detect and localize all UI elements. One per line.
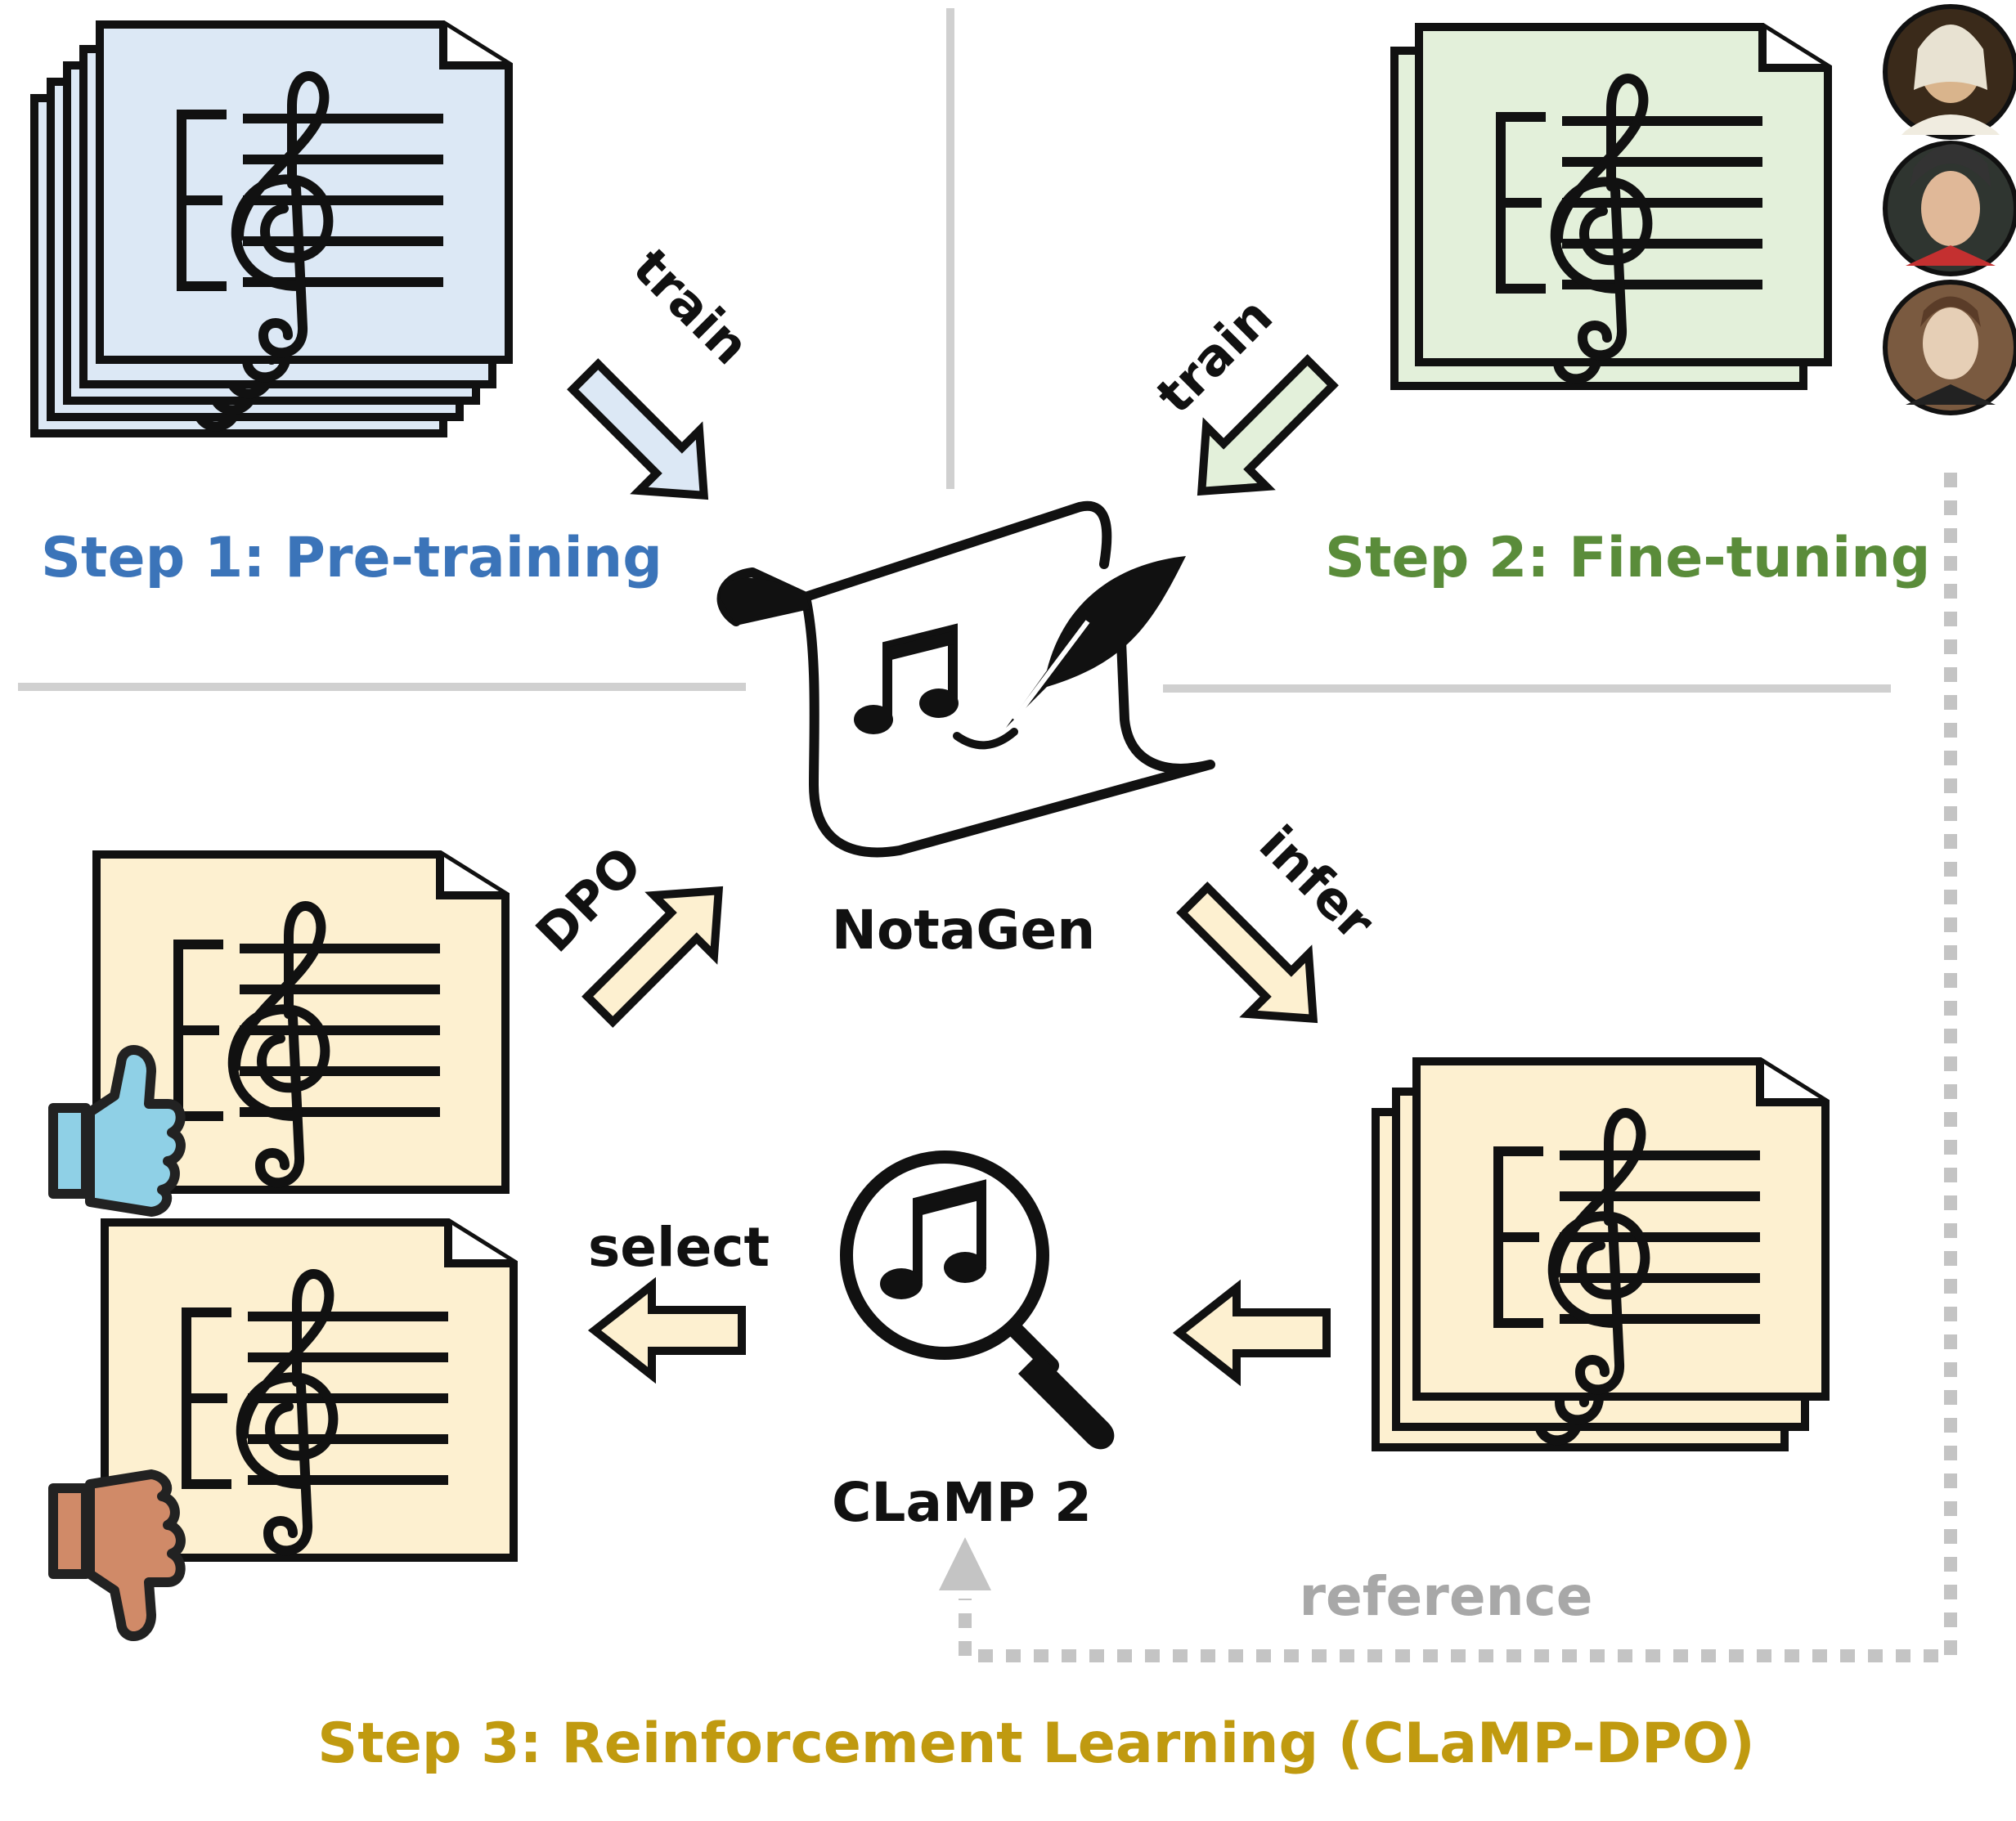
train-arrow-pretraining: [567, 358, 709, 500]
composer-portrait-icon: [1883, 4, 2016, 140]
clamp-label: CLaMP 2: [832, 1471, 1092, 1534]
step2-label: Step 2: Fine-tuning: [1325, 526, 1930, 590]
pretraining-sheet-stack: [34, 25, 509, 433]
train-arrow-finetuning: [1197, 354, 1339, 496]
magnifier-music-icon: [840, 1150, 1115, 1450]
thumb-up-icon: [48, 1045, 186, 1217]
notagen-scroll-icon: [716, 500, 1215, 858]
dpo-label: DPO: [524, 835, 653, 963]
dpo-arrow: [581, 886, 724, 1028]
step1-label: Step 1: Pre-training: [41, 526, 662, 590]
arrow-icon: [1197, 354, 1339, 496]
generated-sheet-stack: [1376, 1061, 1825, 1447]
composer-portrait-icon: [1883, 141, 2016, 276]
reference-label: reference: [1300, 1565, 1593, 1628]
arrow-icon: [1172, 1279, 1331, 1387]
composer-portraits: [1883, 4, 2016, 415]
quadrant-dividers: [18, 8, 1891, 693]
step3-label: Step 3: Reinforcement Learning (CLaMP-DP…: [317, 1711, 1754, 1776]
train-label-1: train: [622, 237, 761, 376]
finetuning-sheet-stack: [1394, 27, 1828, 386]
reference-arrow-head-icon: [939, 1537, 991, 1590]
infer-label: infer: [1248, 814, 1386, 953]
arrow-icon: [581, 886, 724, 1028]
select-label: select: [588, 1216, 770, 1279]
composer-portrait-icon: [1883, 280, 2016, 415]
score-arrow: [1172, 1279, 1331, 1387]
arrow-icon: [567, 358, 709, 500]
thumb-down-icon: [48, 1469, 186, 1641]
reference-dotted-line: [959, 473, 1957, 1662]
arrow-icon: [587, 1276, 746, 1384]
notagen-label: NotaGen: [832, 899, 1096, 962]
infer-arrow: [1176, 881, 1318, 1024]
select-arrow: [587, 1276, 746, 1384]
arrow-icon: [1176, 881, 1318, 1024]
treble-clef-icon: [100, 25, 509, 360]
